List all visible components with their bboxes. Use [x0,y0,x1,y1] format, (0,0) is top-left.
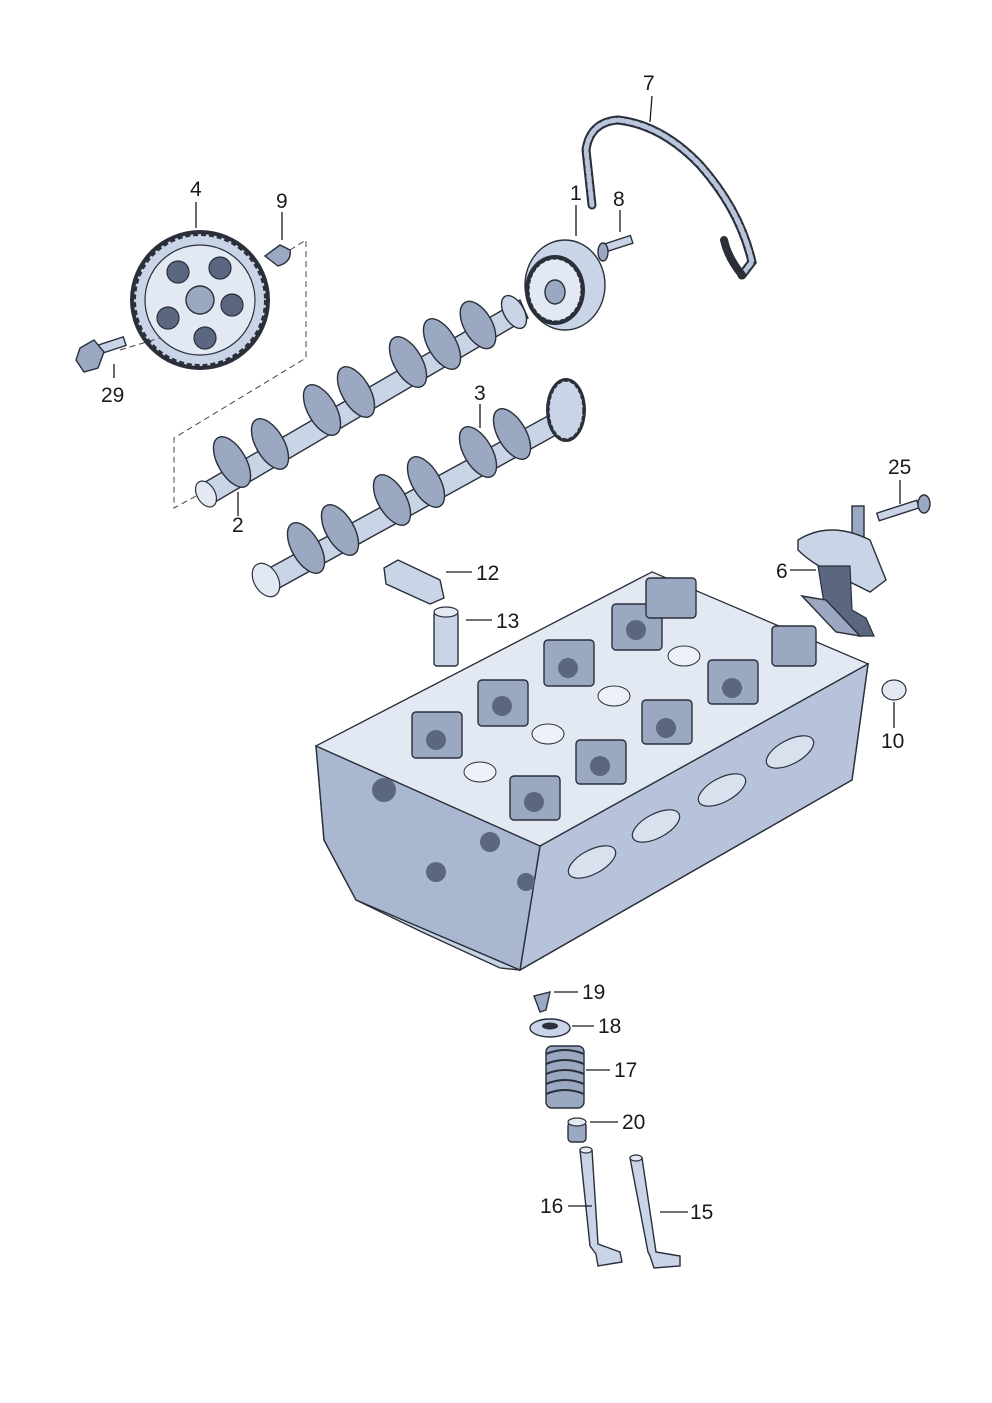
part-number-12[interactable]: 12 [476,562,499,585]
valve-right-illustration[interactable] [629,1154,681,1269]
part-number-2[interactable]: 2 [232,514,244,537]
part-number-10[interactable]: 10 [881,730,904,753]
tensioner-bolt-illustration[interactable] [875,494,931,522]
alignment-line-bolt [119,337,161,351]
cylinder-head-illustration[interactable] [314,571,870,972]
part-number-9[interactable]: 9 [276,190,288,213]
part-number-18[interactable]: 18 [598,1015,621,1038]
part-number-4[interactable]: 4 [190,178,202,201]
part-number-7[interactable]: 7 [643,72,655,95]
part-number-1[interactable]: 1 [570,182,582,205]
sealing-plug-illustration[interactable] [881,679,907,701]
adjuster-bolt-illustration[interactable] [597,234,634,262]
part-number-15[interactable]: 15 [690,1201,713,1224]
timing-chain-illustration[interactable] [581,115,757,280]
valve-left-illustration[interactable] [579,1146,623,1267]
part-number-25[interactable]: 25 [888,456,911,479]
camshaft-lower-illustration[interactable] [247,378,586,602]
part-number-20[interactable]: 20 [622,1111,645,1134]
hydraulic-lifter-illustration[interactable] [433,606,459,667]
woodruff-key-illustration[interactable] [263,244,291,267]
alignment-line-upper [173,239,307,509]
part-number-8[interactable]: 8 [613,188,625,211]
spring-retainer-illustration[interactable] [529,1018,571,1038]
valve-spring-illustration[interactable] [545,1045,585,1109]
valve-stem-seal-illustration[interactable] [567,1117,587,1143]
camshaft-upper-illustration[interactable] [191,291,531,510]
valve-cotter-illustration[interactable] [533,991,551,1013]
part-number-16[interactable]: 16 [540,1195,563,1218]
part-number-17[interactable]: 17 [614,1059,637,1082]
part-number-19[interactable]: 19 [582,981,605,1004]
camshaft-sprocket-illustration[interactable] [130,230,270,370]
camshaft-adjuster-illustration[interactable] [524,239,606,331]
part-number-29[interactable]: 29 [101,384,124,407]
chain-tensioner-illustration[interactable] [797,505,887,638]
part-number-labels: 7 1 8 4 9 29 2 3 12 13 25 6 10 19 18 17 … [101,72,911,1224]
part-number-13[interactable]: 13 [496,610,519,633]
sprocket-bolt-illustration[interactable] [75,336,127,373]
part-number-3[interactable]: 3 [474,382,486,405]
leader-lines [113,95,901,1213]
roller-rocker-illustration[interactable] [383,559,445,605]
part-number-6[interactable]: 6 [776,560,788,583]
